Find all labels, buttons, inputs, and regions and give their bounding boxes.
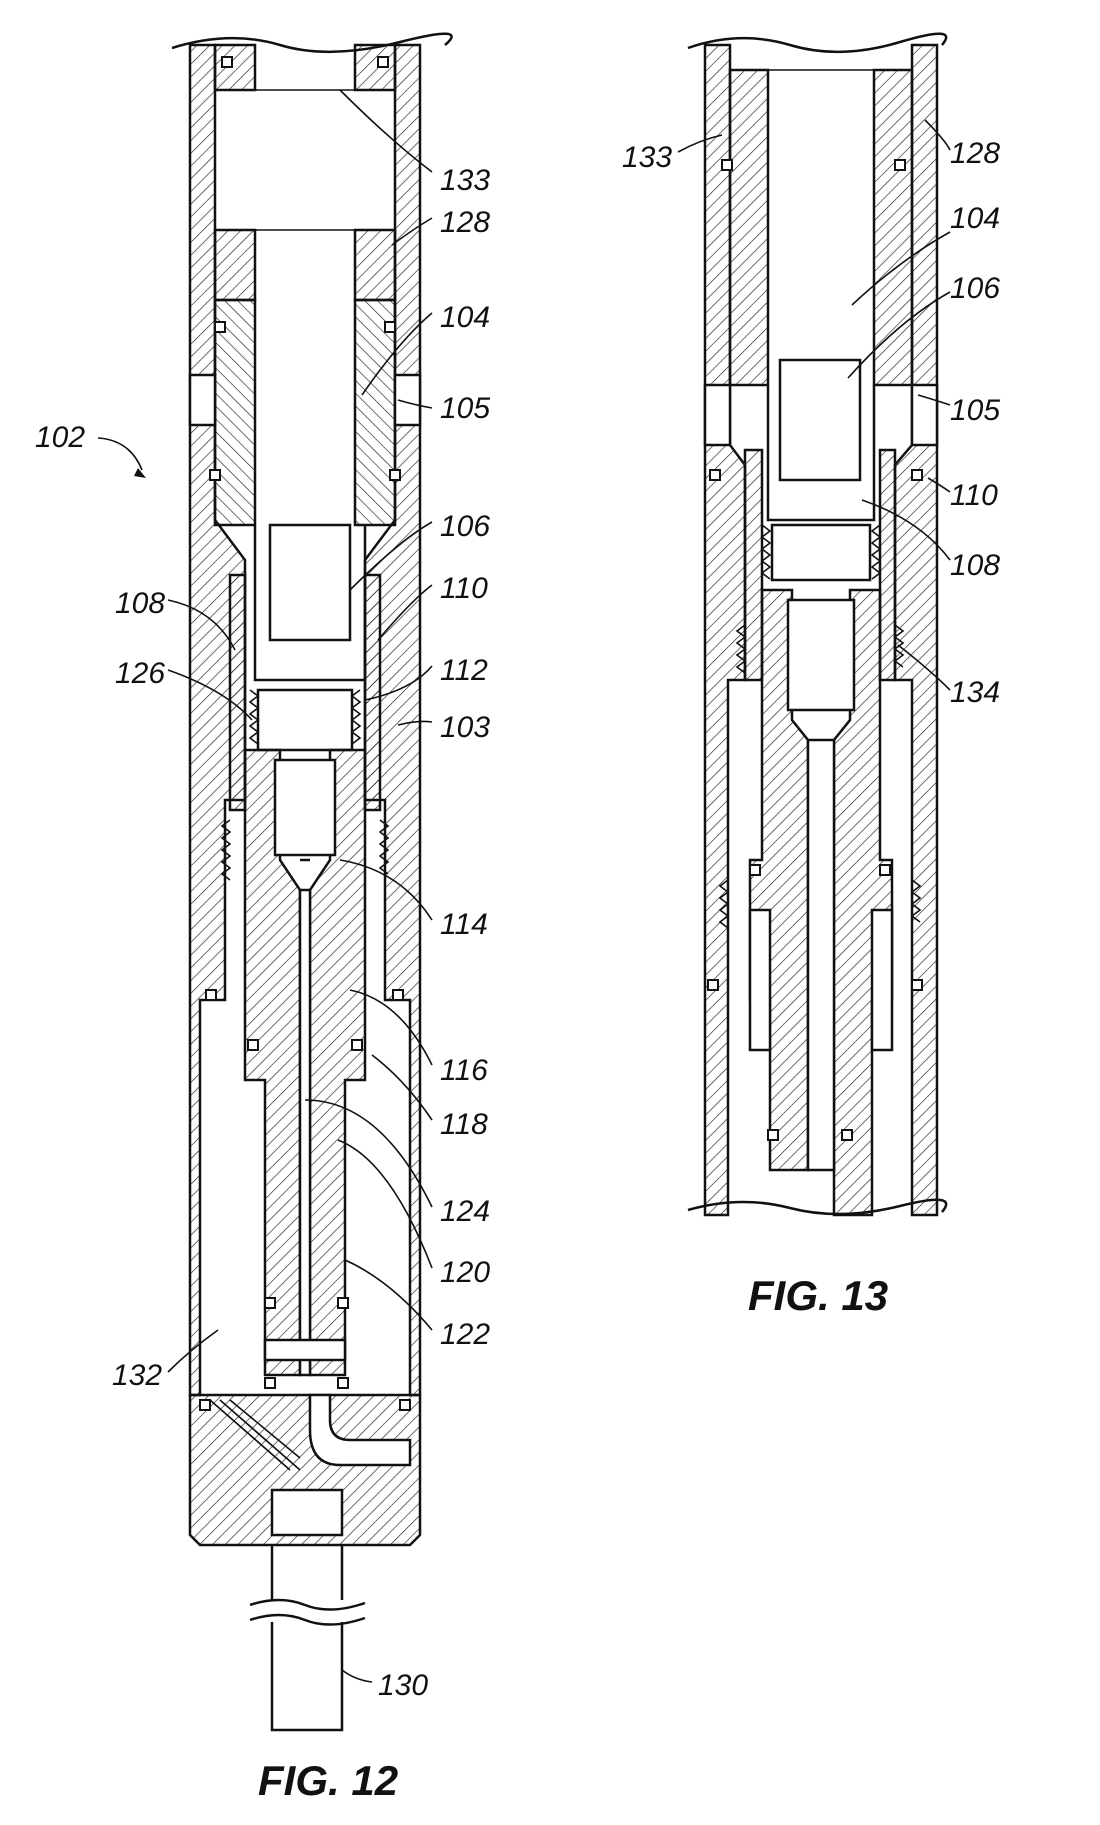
label-124: 124 bbox=[440, 1195, 490, 1228]
label-116: 116 bbox=[440, 1054, 488, 1087]
collar-128-right bbox=[353, 228, 397, 302]
fig13-drawing bbox=[687, 32, 948, 1217]
label-104: 104 bbox=[440, 301, 490, 334]
fig12-drawing bbox=[171, 32, 453, 1732]
sleeve-104-right bbox=[353, 298, 397, 527]
label-118: 118 bbox=[440, 1108, 488, 1141]
fig13-label-105: 105 bbox=[950, 394, 1000, 427]
label-122: 122 bbox=[440, 1318, 490, 1351]
label-110: 110 bbox=[440, 572, 488, 605]
fig13-label-134: 134 bbox=[950, 676, 1000, 709]
fig13-collar-left bbox=[728, 68, 770, 387]
fig12-labels: 102 133 128 104 105 106 108 110 126 112 … bbox=[35, 164, 490, 1804]
label-114: 114 bbox=[440, 908, 488, 941]
label-133: 133 bbox=[440, 164, 490, 197]
label-120: 120 bbox=[440, 1256, 490, 1289]
piston-right bbox=[308, 748, 367, 1377]
label-112: 112 bbox=[440, 654, 488, 687]
label-103: 103 bbox=[440, 711, 490, 744]
label-102: 102 bbox=[35, 421, 85, 454]
fig13-collar-right bbox=[872, 68, 914, 387]
label-105: 105 bbox=[440, 392, 490, 425]
label-108: 108 bbox=[115, 587, 165, 620]
sleeve-104-left bbox=[213, 298, 257, 527]
label-106: 106 bbox=[440, 510, 490, 543]
fig12-leaders bbox=[97, 89, 433, 1683]
label-130: 130 bbox=[378, 1669, 428, 1702]
fig13-leaders bbox=[677, 119, 951, 691]
fig13-label-108: 108 bbox=[950, 549, 1000, 582]
fig12-caption: FIG. 12 bbox=[258, 1757, 398, 1804]
fig13-label-133: 133 bbox=[622, 141, 672, 174]
fig13-label-104: 104 bbox=[950, 202, 1000, 235]
label-132: 132 bbox=[112, 1359, 162, 1392]
collar-128-left bbox=[213, 228, 257, 302]
fig13-labels: 133 128 104 106 105 110 108 134 FIG. 13 bbox=[622, 137, 1000, 1319]
fig13-element-106 bbox=[778, 358, 862, 482]
label-126: 126 bbox=[115, 657, 165, 690]
fig13-label-106: 106 bbox=[950, 272, 1000, 305]
label-128: 128 bbox=[440, 206, 490, 239]
element-106 bbox=[268, 523, 352, 642]
fig13-caption: FIG. 13 bbox=[748, 1272, 888, 1319]
fig13-label-110: 110 bbox=[950, 479, 998, 512]
fig13-label-128: 128 bbox=[950, 137, 1000, 170]
